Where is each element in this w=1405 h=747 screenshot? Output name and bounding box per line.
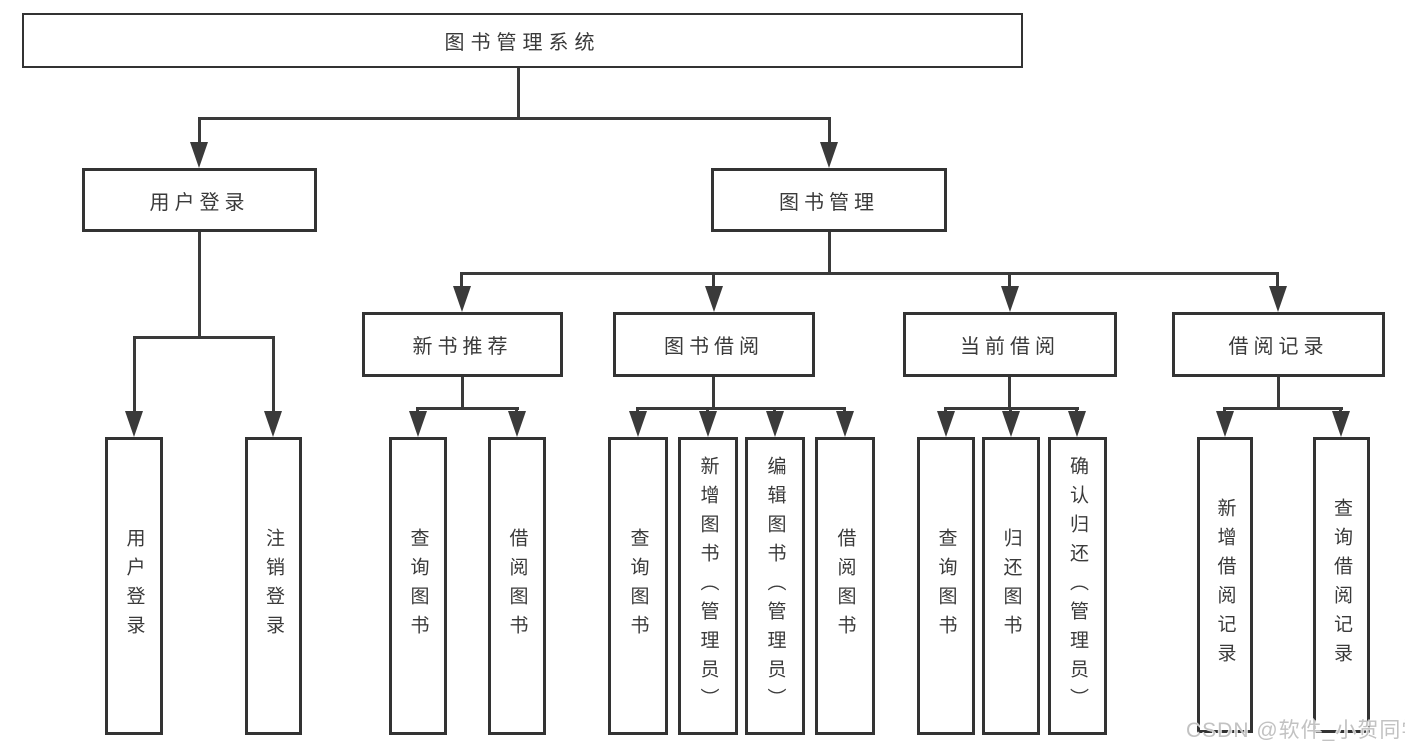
node-label: 查询借阅记录	[1331, 498, 1352, 672]
leaf-edit-books-admin: 编辑图书（管理员）	[745, 437, 805, 735]
node-label: 新增图书（管理员）	[697, 455, 719, 717]
node-label: 新书推荐	[412, 336, 513, 358]
node-label: 归还图书	[1000, 528, 1022, 644]
leaf-recommend-query-books: 查询图书	[389, 437, 447, 735]
node-new-book-recommend: 新书推荐	[362, 312, 563, 377]
connector-line	[1223, 407, 1343, 410]
connector-line	[712, 272, 715, 288]
arrow-down-icon	[1002, 411, 1020, 437]
arrow-down-icon	[1001, 286, 1019, 312]
node-label: 查询图书	[407, 528, 429, 644]
connector-line	[461, 272, 1279, 275]
arrow-down-icon	[705, 286, 723, 312]
leaf-current-query-books: 查询图书	[917, 437, 975, 735]
arrow-down-icon	[125, 411, 143, 437]
arrow-down-icon	[409, 411, 427, 437]
node-label: 用户登录	[149, 191, 250, 214]
arrow-down-icon	[453, 286, 471, 312]
node-label: 图书管理	[779, 191, 879, 214]
leaf-logout: 注销登录	[245, 437, 302, 735]
connector-line	[198, 232, 201, 339]
connector-line	[461, 377, 464, 410]
node-label: 用户登录	[123, 528, 145, 644]
node-book-borrow: 图书借阅	[613, 312, 815, 377]
node-book-management: 图书管理	[711, 168, 947, 232]
arrow-down-icon	[190, 142, 208, 168]
connector-line	[417, 407, 519, 410]
connector-line	[1276, 272, 1279, 288]
arrow-down-icon	[1216, 411, 1234, 437]
node-borrow-records: 借阅记录	[1172, 312, 1385, 377]
leaf-recommend-borrow-books: 借阅图书	[488, 437, 546, 735]
arrow-down-icon	[1332, 411, 1350, 437]
node-label: 新增借阅记录	[1214, 498, 1236, 672]
node-label: 借阅图书	[506, 528, 528, 644]
leaf-add-borrow-record: 新增借阅记录	[1197, 437, 1253, 733]
node-label: 借阅记录	[1228, 336, 1329, 358]
node-label: 编辑图书（管理员）	[764, 455, 786, 717]
connector-line	[198, 117, 201, 145]
arrow-down-icon	[699, 411, 717, 437]
leaf-borrow-books: 借阅图书	[815, 437, 875, 735]
node-library-management-system: 图书管理系统	[22, 13, 1023, 68]
arrow-down-icon	[1269, 286, 1287, 312]
arrow-down-icon	[1068, 411, 1086, 437]
csdn-watermark: CSDN @软件_小贺同学	[1186, 719, 1405, 742]
connector-line	[460, 272, 463, 288]
node-current-borrow: 当前借阅	[903, 312, 1117, 377]
arrow-down-icon	[820, 142, 838, 168]
node-label: 图书管理系统	[444, 32, 601, 54]
node-label: 当前借阅	[960, 336, 1060, 358]
connector-line	[828, 232, 831, 275]
arrow-down-icon	[937, 411, 955, 437]
node-label: 图书借阅	[664, 336, 764, 358]
connector-line	[828, 117, 831, 145]
node-label: 借阅图书	[834, 528, 856, 644]
node-label: 确认归还（管理员）	[1067, 455, 1088, 717]
connector-line	[1277, 377, 1280, 410]
connector-line	[517, 68, 520, 120]
connector-line	[636, 407, 846, 410]
arrow-down-icon	[508, 411, 526, 437]
node-label: 注销登录	[263, 528, 284, 644]
node-user-login: 用户登录	[82, 168, 317, 232]
leaf-borrow-query-books: 查询图书	[608, 437, 668, 735]
node-label: 查询图书	[627, 528, 649, 644]
connector-line	[1008, 272, 1011, 288]
node-label: 查询图书	[935, 528, 957, 644]
connector-line	[133, 336, 274, 339]
connector-line	[1008, 377, 1011, 410]
leaf-add-books-admin: 新增图书（管理员）	[678, 437, 738, 735]
connector-line	[133, 336, 136, 413]
arrow-down-icon	[836, 411, 854, 437]
connector-line	[272, 336, 275, 413]
leaf-confirm-return-admin: 确认归还（管理员）	[1048, 437, 1107, 735]
connector-line	[198, 117, 831, 120]
leaf-user-login: 用户登录	[105, 437, 163, 735]
leaf-return-books: 归还图书	[982, 437, 1040, 735]
leaf-query-borrow-record: 查询借阅记录	[1313, 437, 1370, 733]
connector-line	[712, 377, 715, 410]
arrow-down-icon	[629, 411, 647, 437]
arrow-down-icon	[766, 411, 784, 437]
arrow-down-icon	[264, 411, 282, 437]
